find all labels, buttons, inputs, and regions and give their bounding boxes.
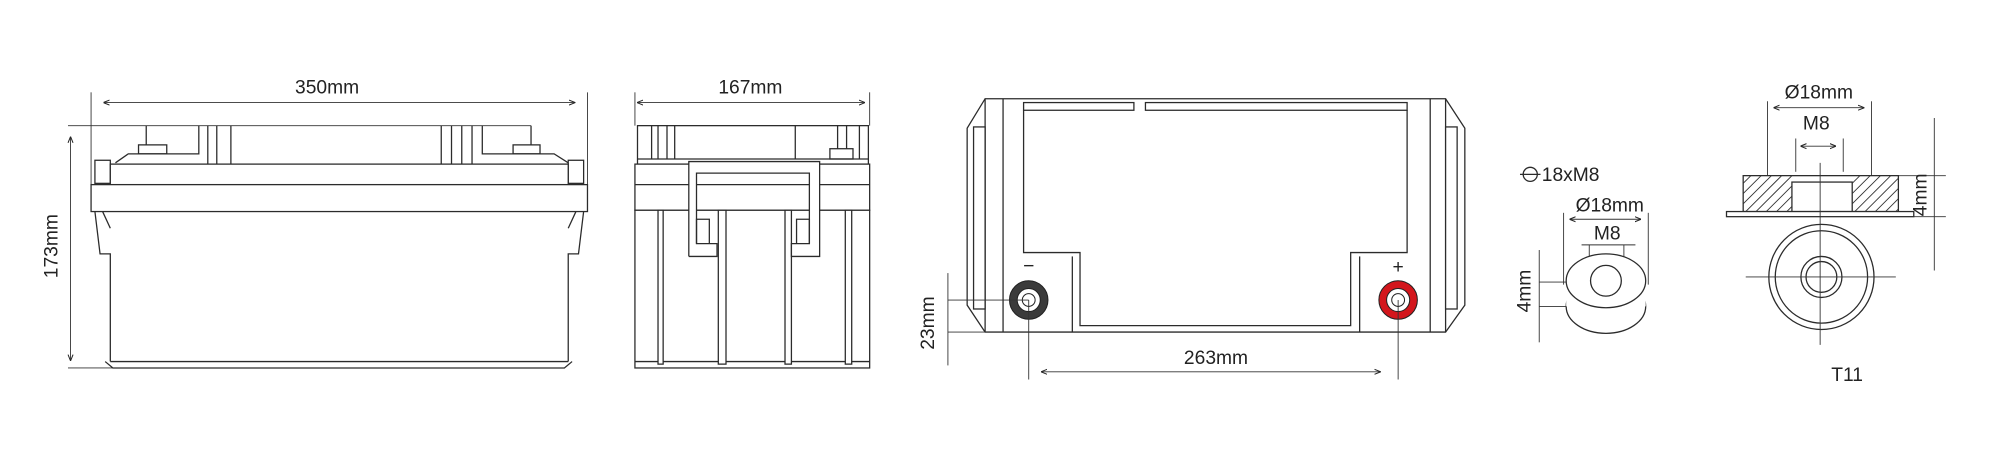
hatch-line xyxy=(1874,188,1899,212)
hatch-line xyxy=(1742,175,1752,184)
hatch-line xyxy=(1895,208,1899,212)
hatch-line xyxy=(1776,195,1793,212)
front-view: 350mm 173mm xyxy=(42,78,589,369)
terminal-detail: 18xM8 Ø18mm M8 4mm xyxy=(1514,165,1649,343)
terminal-thread-label: M8 xyxy=(1594,224,1621,245)
t11-type-label: T11 xyxy=(1831,365,1863,386)
t11-nut-section xyxy=(1725,175,1915,218)
terminal-washer xyxy=(1565,253,1647,334)
t11-detail: Ø18mm M8 4mm T11 xyxy=(1725,83,1946,386)
depth-label: 167mm xyxy=(718,78,782,99)
positive-terminal-post xyxy=(512,144,541,155)
hatch-line xyxy=(1885,198,1899,212)
hatch-line xyxy=(1742,175,1762,194)
carry-handle xyxy=(688,160,821,258)
terminal-spec-label: 18xM8 xyxy=(1542,165,1600,186)
hatch-line xyxy=(1851,175,1871,194)
negative-terminal-post xyxy=(137,144,168,155)
hatch-line xyxy=(1854,175,1892,212)
terminal-height-label: 23mm xyxy=(918,296,939,349)
top-view: − + 23mm 263mm xyxy=(918,98,1466,380)
side-view: 167mm xyxy=(634,78,871,369)
positive-symbol: + xyxy=(1393,257,1404,278)
hatch-line xyxy=(1742,175,1772,205)
hatch-line xyxy=(1755,175,1793,212)
terminal-spec-icon xyxy=(1519,166,1541,183)
hatch-line xyxy=(1745,175,1782,212)
terminal-diameter-label: Ø18mm xyxy=(1576,196,1644,217)
t11-diameter-label: Ø18mm xyxy=(1785,83,1853,104)
t11-thread-label: M8 xyxy=(1803,113,1830,134)
hatch-line xyxy=(1864,177,1899,212)
hatch-line xyxy=(1851,175,1861,184)
hatch-line xyxy=(1765,185,1793,212)
top-slot-left xyxy=(1022,101,1135,111)
width-label: 350mm xyxy=(295,78,359,99)
top-slot-right xyxy=(1144,101,1408,111)
negative-symbol: − xyxy=(1023,256,1034,277)
front-lid-band xyxy=(109,163,569,186)
height-label: 173mm xyxy=(42,214,63,278)
hatch-line xyxy=(1851,175,1881,205)
hatch-line xyxy=(1786,206,1793,212)
terminal-thickness-label: 4mm xyxy=(1514,270,1535,313)
t11-thickness-label: 4mm xyxy=(1911,174,1932,217)
terminal-spacing-label: 263mm xyxy=(1184,348,1248,369)
